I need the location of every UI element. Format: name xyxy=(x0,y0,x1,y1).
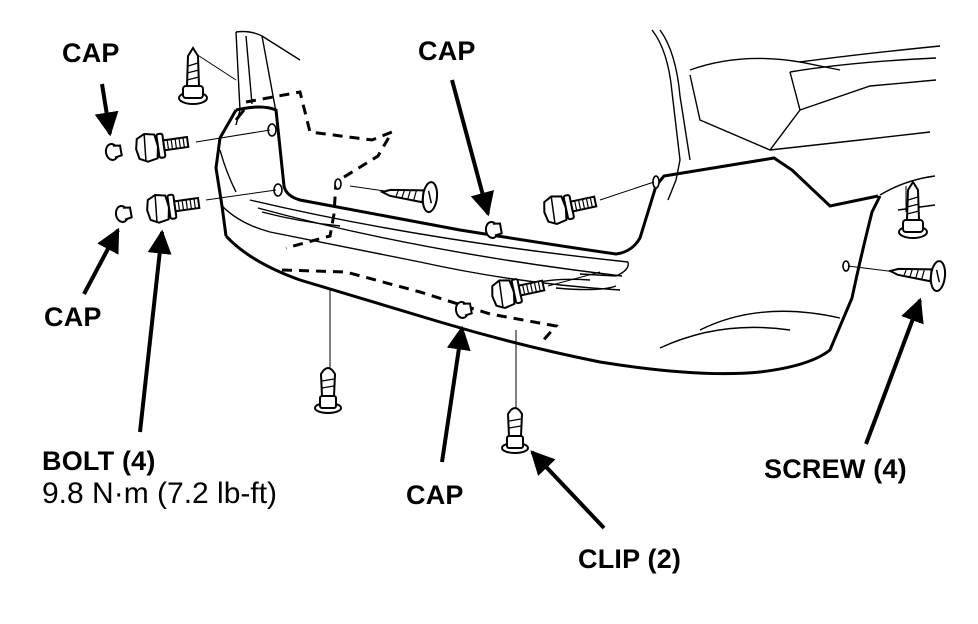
vehicle-body-outline xyxy=(219,29,941,349)
bolt-right-upper-icon xyxy=(540,186,600,228)
arrow-cap-bottom-center xyxy=(440,325,471,463)
callout-arrows xyxy=(82,79,924,530)
arrow-clip xyxy=(530,450,606,530)
screw-right-lower-icon xyxy=(887,255,948,293)
label-bolt-torque: 9.8 N·m (7.2 lb-ft) xyxy=(42,477,278,510)
label-screw: SCREW (4) xyxy=(764,454,907,484)
bumper-cover xyxy=(214,105,882,376)
screw-upper-left-icon xyxy=(178,47,208,105)
label-cap-mid-left: CAP xyxy=(44,302,102,332)
cap-lower-center-icon xyxy=(453,299,474,320)
arrow-screw xyxy=(864,297,924,445)
label-cap-top-left: CAP xyxy=(62,38,120,68)
hidden-brackets xyxy=(245,90,559,345)
bumper-details xyxy=(221,205,621,291)
bolt-left-lower-icon xyxy=(144,188,202,226)
label-cap-top-center: CAP xyxy=(418,36,476,66)
arrow-cap-mid-left xyxy=(82,227,120,295)
cap-left-lower-icon xyxy=(113,203,134,224)
clip-right-icon xyxy=(501,407,529,454)
label-cap-bottom-center: CAP xyxy=(406,480,464,510)
cap-left-upper-icon xyxy=(103,141,124,162)
arrow-cap-top-left xyxy=(94,83,119,137)
bolt-lower-center-icon xyxy=(488,270,548,312)
fasteners xyxy=(103,47,948,454)
arrow-cap-top-center xyxy=(450,79,494,217)
label-clip: CLIP (2) xyxy=(578,544,682,574)
bolt-left-upper-icon xyxy=(133,127,191,165)
screw-center-icon xyxy=(379,176,440,214)
arrow-bolt xyxy=(138,229,172,433)
clip-left-icon xyxy=(314,367,342,414)
label-bolt: BOLT (4) xyxy=(42,446,156,476)
